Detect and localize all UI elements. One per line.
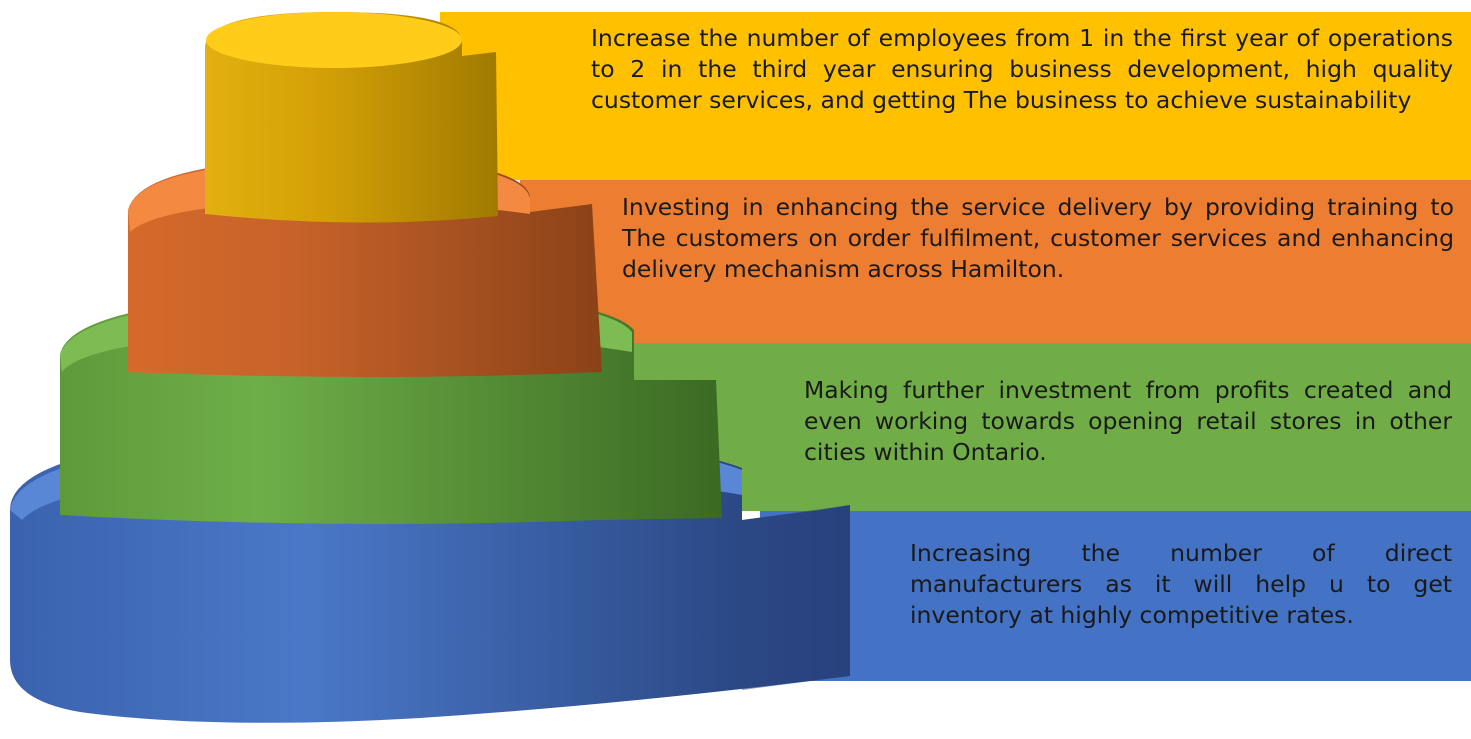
- band-level-1: [760, 511, 1471, 681]
- tier-level-3-text: Investing in enhancing the service deliv…: [622, 193, 1454, 283]
- tier-level-1-text: Increasing the number of direct manufact…: [910, 539, 1452, 629]
- band-level-3: [520, 180, 1471, 343]
- tier-level-2-text: Making further investment from profits c…: [804, 376, 1452, 466]
- tier-level-4-text: Increase the number of employees from 1 …: [591, 24, 1453, 114]
- band-level-4: [440, 12, 1471, 180]
- tier-level-4-shape: [205, 12, 498, 223]
